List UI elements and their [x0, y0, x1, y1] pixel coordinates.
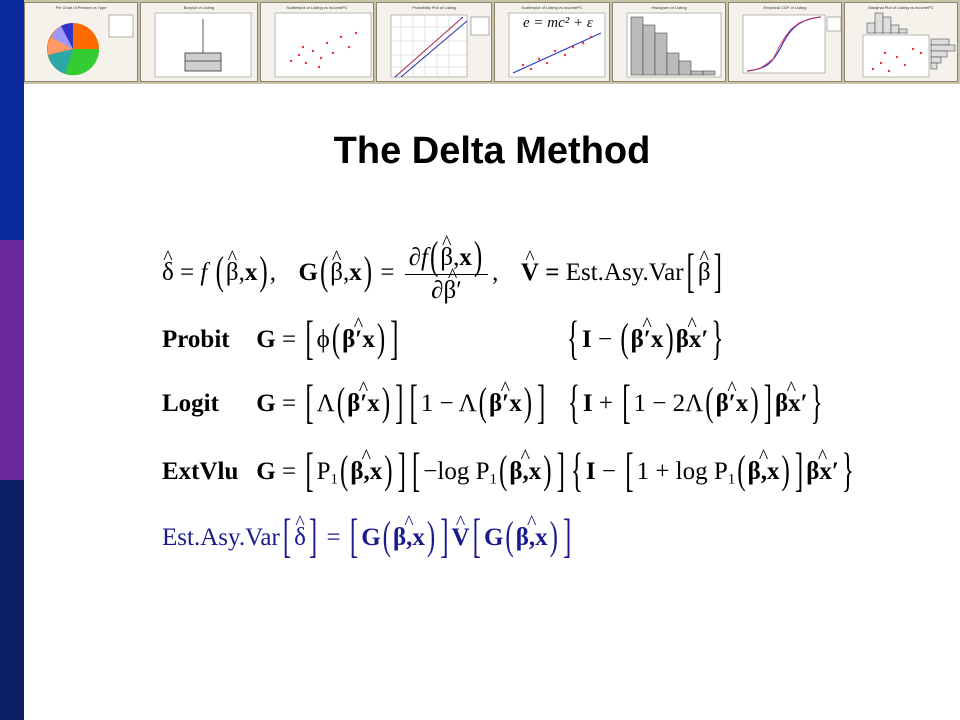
equation-extvlu: ExtVlu G = [P1(β,x)][−log P1(β,x)]{I − [… — [162, 445, 857, 496]
beta-x-prime-term: βx′ — [806, 458, 839, 486]
x-symbol: x — [349, 259, 362, 287]
one-symbol: 1 — [636, 458, 650, 485]
histogram-graphic — [626, 12, 722, 78]
thumb-scatter-fit: Scatterplot of Listing vs IncomePC e = m… — [494, 2, 610, 82]
equals-bold: = — [545, 259, 560, 287]
est-asy-var-label: Est.Asy.Var — [565, 259, 684, 287]
pie-chart-graphic — [47, 14, 134, 76]
beta-x-term: β,x — [748, 458, 780, 486]
G-symbol: G — [298, 259, 318, 287]
beta-x-prime-term: βx′ — [775, 390, 808, 418]
G-symbol: G — [483, 524, 504, 551]
beta-x-term: β,x — [516, 524, 548, 552]
P-symbol: P — [475, 458, 490, 485]
thumb-title: Empirical CDF of Listing — [763, 5, 807, 10]
G-symbol: G — [256, 390, 276, 417]
thumb-boxplot: Boxplot of Listing — [140, 2, 258, 82]
thumb-histogram: Histogram of Listing — [612, 2, 726, 82]
equation-est-asy-var: Est.Asy.Var[δ] = [G(β,x)]V[G(β,x)] — [162, 511, 574, 562]
phi-symbol: ϕ — [316, 326, 330, 353]
thumb-probability-plot: Probability Plot of Listing — [376, 2, 492, 82]
thumb-title: Histogram of Listing — [651, 5, 687, 10]
P-symbol: P — [713, 458, 728, 485]
thumb-empirical-cdf: Empirical CDF of Listing — [728, 2, 842, 82]
thumb-title: Scatterplot of Listing vs IncomePC — [286, 5, 348, 10]
extvlu-label: ExtVlu — [162, 458, 239, 485]
equation-probit: Probit G = [ϕ(β′x)] {I − (β′x)βx′} — [162, 313, 726, 364]
lambda-symbol: Λ — [316, 390, 335, 417]
thumb-scatterplot: Scatterplot of Listing vs IncomePC — [260, 2, 374, 82]
est-asy-var-label: Est.Asy.Var — [162, 524, 280, 551]
delta-hat-symbol: δ — [294, 524, 306, 552]
beta-hat-symbol: β — [698, 259, 711, 287]
beta-hat-symbol: β — [330, 259, 343, 287]
thumb-title: Boxplot of Listing — [183, 5, 215, 10]
equation-delta-definition: δ = f (β,x), G(β,x) = ∂f(β,x) ∂β′ , V = … — [162, 236, 725, 305]
lambda-symbol: Λ — [685, 390, 704, 417]
partial-fraction: ∂f(β,x) ∂β′ — [404, 236, 489, 305]
boxplot-graphic — [154, 12, 252, 78]
scatter-fit-graphic — [508, 12, 606, 78]
beta-x-term: β′x — [631, 326, 664, 354]
beta-x-term: β,x — [350, 458, 382, 486]
one-symbol: 1 — [633, 390, 647, 417]
x-symbol: x — [244, 259, 258, 287]
beta-x-term: β′x — [342, 326, 375, 354]
marginal-plot-graphic — [862, 12, 956, 78]
accent-stripe-bottom — [0, 480, 24, 720]
logit-label: Logit — [162, 390, 219, 417]
comma: , — [269, 259, 276, 287]
beta-x-term: β′x — [716, 390, 749, 418]
beta-hat-symbol: β — [226, 259, 239, 287]
beta-x-term: β′x — [347, 390, 380, 418]
I-symbol: I — [582, 390, 593, 417]
neg-log-symbol: −log — [423, 458, 470, 485]
probability-plot-graphic — [390, 14, 490, 78]
fraction-denominator: ∂β′ — [431, 275, 462, 305]
I-symbol: I — [582, 326, 592, 353]
fraction-numerator: ∂f(β,x) — [404, 236, 489, 279]
lambda-symbol: Λ — [458, 390, 477, 417]
thumb-marginal-plot: Marginal Plot of Listing vs IncomePC — [844, 2, 958, 82]
V-hat-symbol: V — [521, 259, 539, 287]
thumb-title: Probability Plot of Listing — [412, 5, 456, 10]
beta-x-term: β′x — [489, 390, 522, 418]
one-symbol: 1 — [420, 390, 434, 417]
V-hat-symbol: V — [452, 524, 470, 552]
accent-stripe-top — [0, 0, 24, 240]
beta-x-term: β,x — [509, 458, 541, 486]
delta-hat-symbol: δ — [162, 259, 174, 287]
comma: , — [492, 259, 499, 287]
thumb-title: Pie Chart of Percent vs Type — [55, 5, 107, 10]
thumb-title: Scatterplot of Listing vs IncomePC — [521, 5, 583, 10]
inset-formula: e = mc² + ε — [523, 15, 593, 31]
thumb-pie-chart: Pie Chart of Percent vs Type — [24, 2, 138, 82]
scatterplot-graphic — [274, 12, 372, 78]
two-symbol: 2 — [672, 390, 686, 417]
thumb-title: Marginal Plot of Listing vs IncomePC — [868, 5, 934, 10]
beta-x-prime-term: βx′ — [676, 326, 709, 354]
G-symbol: G — [256, 326, 276, 353]
slide-title: The Delta Method — [333, 130, 651, 172]
accent-stripe-middle — [0, 240, 24, 480]
beta-x-term: β,x — [393, 524, 425, 552]
P-symbol: P — [316, 458, 331, 485]
G-symbol: G — [256, 458, 276, 485]
thumbnail-banner: Pie Chart of Percent vs Type Boxplot of … — [24, 0, 960, 84]
G-symbol: G — [361, 524, 381, 551]
probit-label: Probit — [162, 326, 230, 353]
log-symbol: log — [675, 458, 708, 485]
empirical-cdf-graphic — [742, 14, 841, 74]
equation-logit: Logit G = [Λ(β′x)][1 − Λ(β′x)] {I + [1 −… — [162, 377, 826, 428]
f-symbol: f — [200, 259, 208, 287]
I-symbol: I — [585, 458, 596, 485]
